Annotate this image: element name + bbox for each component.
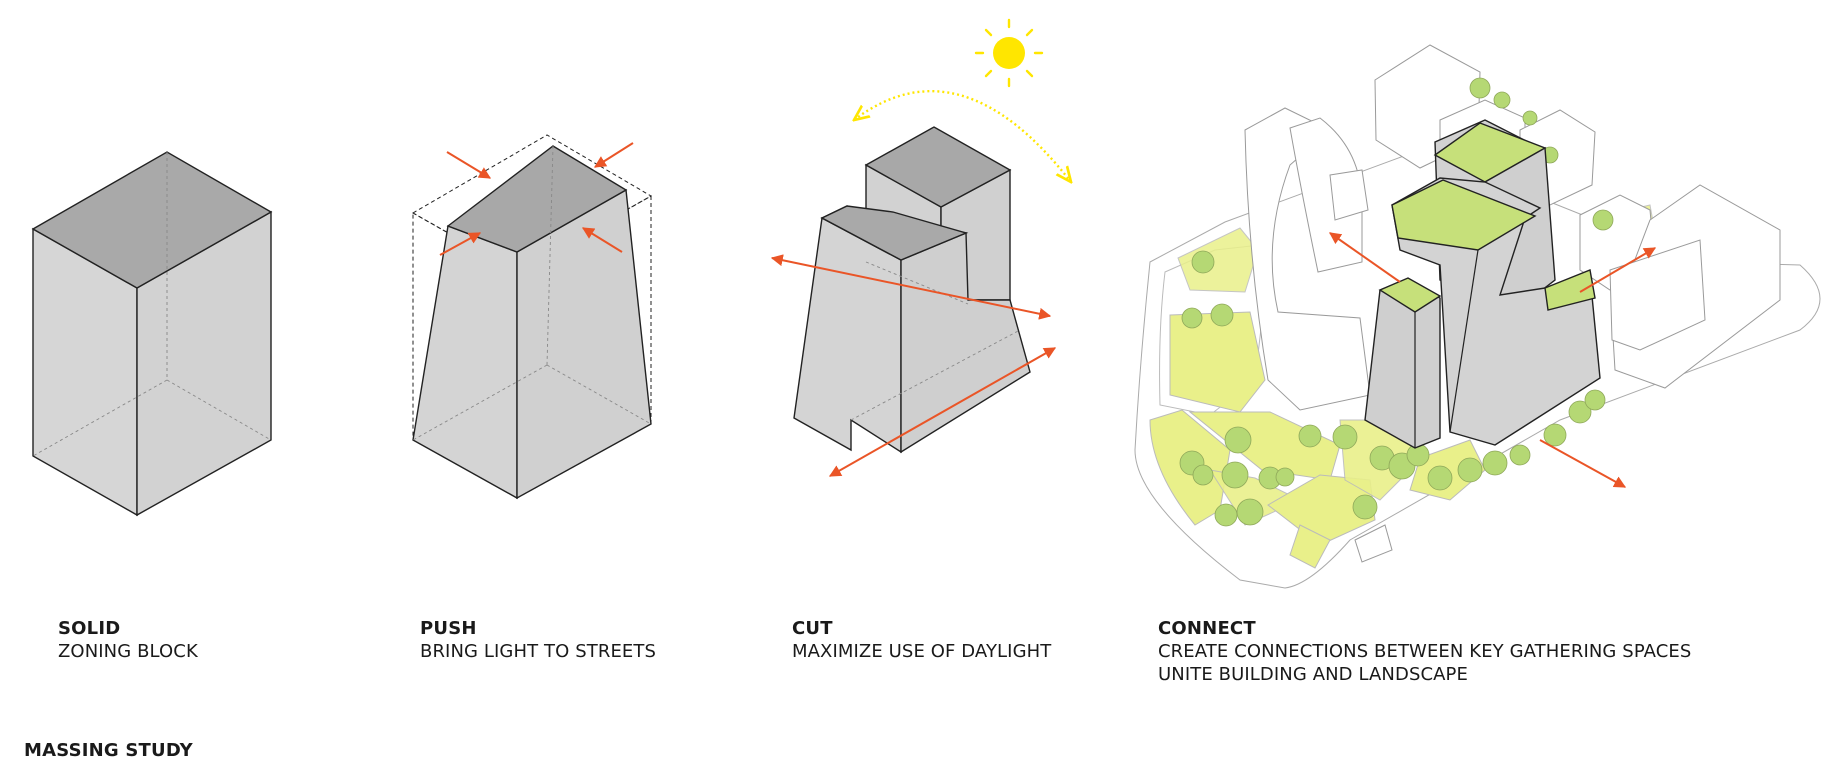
connect-arrows bbox=[1329, 232, 1657, 488]
solid-block bbox=[31, 151, 273, 517]
caption-connect-line-2: UNITE BUILDING AND LANDSCAPE bbox=[1158, 664, 1468, 685]
push-arrows bbox=[439, 142, 634, 256]
sun-icon bbox=[974, 18, 1044, 88]
caption-push: PUSH BRING LIGHT TO STREETS bbox=[420, 618, 656, 663]
trees bbox=[1179, 77, 1614, 527]
proposed-building bbox=[1364, 119, 1601, 449]
caption-cut-title: CUT bbox=[792, 618, 833, 639]
push-hidden-edges bbox=[412, 145, 652, 441]
caption-solid-line: ZONING BLOCK bbox=[58, 641, 198, 662]
caption-cut-line: MAXIMIZE USE OF DAYLIGHT bbox=[792, 641, 1052, 662]
caption-solid: SOLID ZONING BLOCK bbox=[58, 618, 198, 663]
caption-connect-title: CONNECT bbox=[1158, 618, 1256, 639]
green-roof-ledge bbox=[1544, 269, 1596, 311]
cut-front-left-face bbox=[793, 216, 902, 454]
page-title: MASSING STUDY bbox=[24, 740, 193, 761]
push-block bbox=[411, 134, 653, 500]
caption-connect-line-1: CREATE CONNECTIONS BETWEEN KEY GATHERING… bbox=[1158, 641, 1692, 662]
connect-site bbox=[1134, 44, 1821, 589]
solid-hidden-edges bbox=[32, 152, 272, 457]
caption-cut: CUT MAXIMIZE USE OF DAYLIGHT bbox=[792, 618, 1051, 663]
cut-blocks bbox=[770, 18, 1071, 477]
green-roof-mid bbox=[1391, 179, 1537, 251]
caption-solid-title: SOLID bbox=[58, 618, 121, 639]
cut-arrows bbox=[770, 254, 1057, 477]
caption-connect: CONNECT CREATE CONNECTIONS BETWEEN KEY G… bbox=[1158, 618, 1691, 686]
solid-top-face bbox=[31, 151, 273, 289]
push-top-face bbox=[446, 145, 628, 253]
caption-push-title: PUSH bbox=[420, 618, 477, 639]
sun-path-arc bbox=[854, 89, 1071, 182]
caption-push-line: BRING LIGHT TO STREETS bbox=[420, 641, 657, 662]
push-left-face bbox=[412, 225, 518, 500]
